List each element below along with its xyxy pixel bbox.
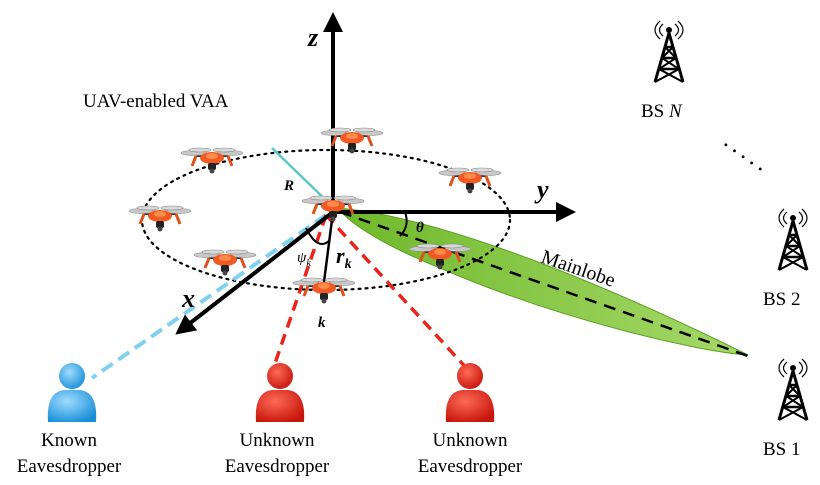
- bs-2-label: BS 2: [763, 289, 801, 310]
- psi-label: ψk: [297, 250, 311, 269]
- unknown-eavesdropper-2-line1: Unknown: [433, 430, 508, 451]
- uav-icon: [179, 146, 245, 175]
- base-station-icon: [777, 357, 809, 422]
- uav-icon: [192, 248, 258, 277]
- uav-icon: [437, 166, 503, 195]
- known-eavesdropper-icon: [47, 363, 97, 422]
- bs-n-label-index: N: [668, 101, 683, 122]
- psi-symbol: ψ: [297, 250, 307, 266]
- r-symbol: r: [336, 243, 345, 268]
- unknown-eavesdropper-2-line2: Eavesdropper: [418, 456, 523, 477]
- unknown-eavesdropper-1-line2: Eavesdropper: [225, 456, 330, 477]
- bs-1-label: BS 1: [763, 439, 801, 460]
- theta-angle-arc: [399, 211, 408, 237]
- known-eavesdropper-link: [90, 213, 328, 380]
- uav-icon: [319, 126, 385, 155]
- y-axis-label: y: [534, 175, 549, 204]
- unknown-eavesdropper-icon: [445, 363, 495, 422]
- x-axis-label: x: [181, 284, 195, 313]
- base-station-icon: [777, 207, 809, 272]
- theta-label: θ: [416, 220, 424, 236]
- known-eavesdropper-line1: Known: [41, 430, 97, 451]
- uav-k-label: k: [318, 315, 326, 331]
- unknown-eavesdropper-1-line1: Unknown: [240, 430, 315, 451]
- bs-n-label-prefix: BS: [641, 101, 669, 122]
- rk-label: rk: [336, 243, 352, 272]
- z-axis-label: z: [307, 23, 319, 52]
- bs-ellipsis: · · · · ·: [718, 135, 769, 179]
- mainlobe-direction-line: [339, 210, 749, 358]
- base-station-icon: [653, 19, 685, 84]
- x-axis: [175, 210, 335, 335]
- vaa-label: UAV-enabled VAA: [83, 91, 229, 112]
- uav-icon: [127, 204, 193, 233]
- mainlobe-beam: [336, 207, 749, 356]
- unknown-eavesdropper-link-1: [270, 214, 328, 373]
- r-subscript: k: [345, 257, 352, 272]
- unknown-eavesdropper-icon: [255, 363, 305, 422]
- psi-subscript: k: [306, 258, 311, 269]
- rk-line: [322, 211, 335, 283]
- radius-label: R: [283, 178, 294, 194]
- known-eavesdropper-line2: Eavesdropper: [17, 456, 122, 477]
- bs-n-label: BS N: [641, 101, 683, 122]
